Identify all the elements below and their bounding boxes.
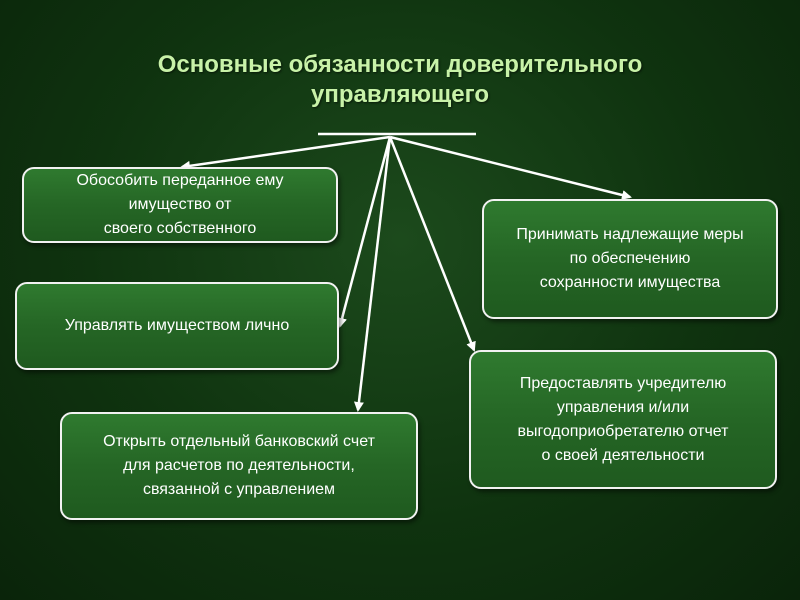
duty-text-line: по обеспечению [569,250,691,267]
duty-box-open-bank-account: Открыть отдельный банковский счет для ра… [60,412,418,520]
duty-text-line: Управлять имуществом лично [64,317,290,334]
duty-text-line: Открыть отдельный банковский счет [103,433,375,450]
page-title: Основные обязанности доверительного упра… [0,50,800,110]
arrow-to-safety [389,135,632,200]
duty-box-provide-report: Предоставлять учредителю управления и/ил… [469,350,777,489]
arrow-to-separate [180,135,391,171]
arrow-to-manage [337,136,392,328]
duty-text-line: сохранности имущества [539,274,721,291]
duty-text-line: о своей деятельности [541,446,705,464]
duty-box-ensure-safety: Принимать надлежащие меры по обеспечению… [482,199,778,319]
duty-text-line: Обособить переданное ему [76,172,284,189]
duty-text-line: для расчетов по деятельности, [123,457,355,474]
duty-text-line: управления и/или [556,398,690,416]
duty-text-line: имущество от [128,196,232,213]
duty-box-separate-property: Обособить переданное ему имущество от св… [22,167,338,243]
duty-text-line: своего собственного [103,220,257,237]
duty-text-line: связанной с управлением [142,481,336,498]
duty-text-line: выгодоприобретателю отчет [517,422,729,440]
title-line-2: управляющего [311,81,489,108]
arrow-to-account [353,136,392,412]
arrow-to-report [388,136,476,352]
duty-box-manage-personally: Управлять имуществом лично [15,282,339,370]
duty-text-line: Принимать надлежащие меры [516,226,744,243]
duty-text-line: Предоставлять учредителю [519,374,727,392]
title-line-1: Основные обязанности доверительного [157,51,643,78]
